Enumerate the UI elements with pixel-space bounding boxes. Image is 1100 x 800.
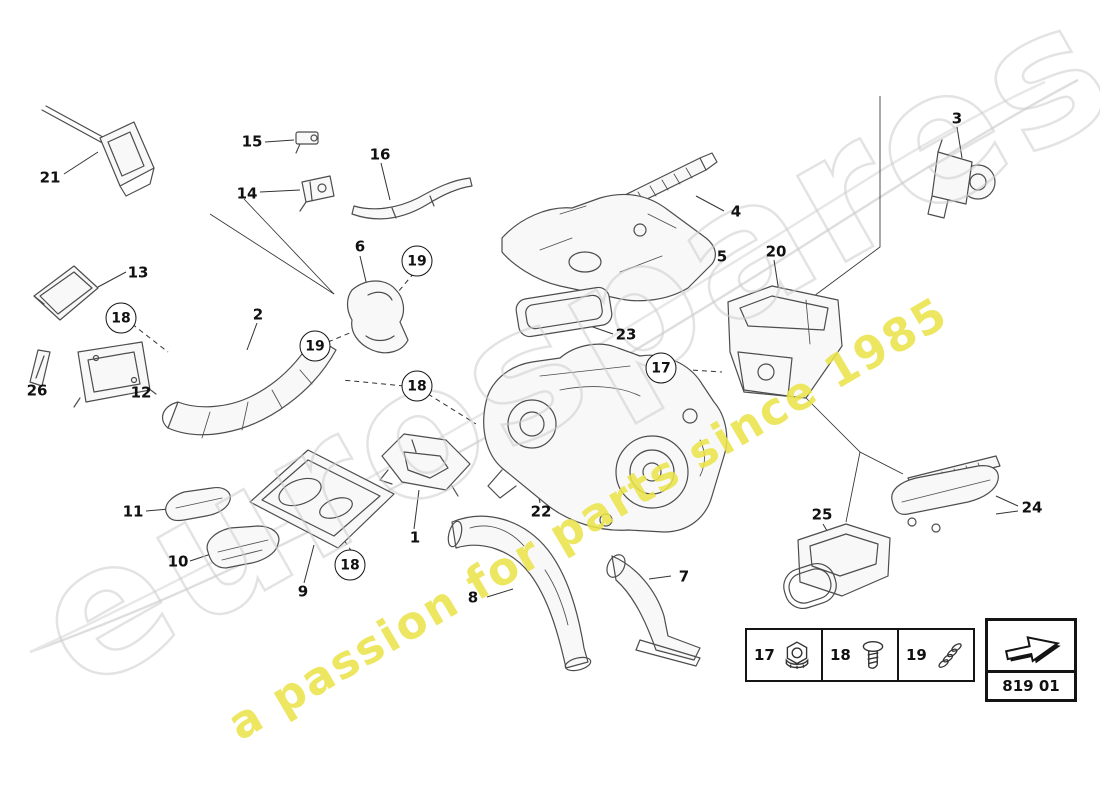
- part-25-vent-box: [783, 523, 891, 609]
- part-24-louver: [891, 455, 1001, 533]
- leader-lines: [36, 96, 1019, 598]
- part-7-rear-duct: [606, 554, 701, 667]
- callout-circle-18: 18: [401, 370, 433, 402]
- callout-10: 10: [167, 552, 189, 571]
- callout-21: 21: [39, 168, 61, 187]
- callout-circle-19: 19: [299, 330, 331, 362]
- part-code: 819 01: [988, 670, 1074, 699]
- part-13-side-vent: [33, 265, 99, 321]
- callout-circle-19: 19: [401, 245, 433, 277]
- part-26-clip: [29, 349, 51, 387]
- part-22-hvac-unit: [483, 343, 728, 533]
- callout-12: 12: [130, 383, 152, 402]
- spring-clip-icon: [938, 643, 962, 668]
- callout-circle-18: 18: [334, 549, 366, 581]
- callout-15: 15: [241, 132, 263, 151]
- part-23-gasket-frame: [515, 286, 613, 338]
- callout-circle-18: 18: [105, 302, 137, 334]
- callout-20: 20: [765, 242, 787, 261]
- part-6-connector: [346, 280, 409, 354]
- callout-9: 9: [297, 582, 309, 601]
- part-3-servo-motor: [927, 139, 996, 219]
- part-8-floor-duct: [447, 515, 592, 672]
- part-1-center-bracket: [379, 433, 471, 497]
- part-14-sensor-bracket: [299, 175, 335, 212]
- callout-16: 16: [369, 145, 391, 164]
- part-20-air-housing: [727, 285, 843, 399]
- callout-8: 8: [467, 588, 479, 607]
- screw-icon: [862, 640, 884, 669]
- callout-2: 2: [252, 305, 264, 324]
- callout-3: 3: [951, 109, 963, 128]
- callout-1: 1: [409, 528, 421, 547]
- callout-14: 14: [236, 184, 258, 203]
- callout-22: 22: [530, 502, 552, 521]
- callout-circle-17: 17: [645, 352, 677, 384]
- callout-7: 7: [678, 567, 690, 586]
- part-11-vent: [165, 487, 231, 522]
- callout-6: 6: [354, 237, 366, 256]
- legend-item-17: 17: [747, 630, 821, 680]
- callout-5: 5: [716, 247, 728, 266]
- callout-24: 24: [1021, 498, 1043, 517]
- arrow-icon: [1004, 635, 1061, 663]
- part-16-duct: [351, 177, 473, 220]
- legend-item-18: 18: [821, 630, 897, 680]
- callout-26: 26: [26, 381, 48, 400]
- fastener-legend: 17 18: [745, 628, 975, 682]
- flange-nut-icon: [785, 641, 809, 669]
- callout-25: 25: [811, 505, 833, 524]
- legend-number: 18: [830, 646, 851, 664]
- callout-13: 13: [127, 263, 149, 282]
- part-10-vent: [206, 525, 280, 569]
- legend-number: 19: [906, 646, 927, 664]
- legend-item-19: 19: [897, 630, 973, 680]
- part-21-sensor: [41, 105, 155, 197]
- part-15-sensor: [295, 131, 319, 154]
- callout-4: 4: [730, 202, 742, 221]
- part-2-air-duct: [161, 335, 337, 439]
- legend-number: 17: [754, 646, 775, 664]
- part-code-box: 819 01: [985, 618, 1077, 702]
- part-9-lower-tray: [249, 449, 395, 549]
- part-5-defroster-panel: [501, 193, 716, 302]
- callout-23: 23: [615, 325, 637, 344]
- callout-11: 11: [122, 502, 144, 521]
- part-12-bracket: [73, 341, 157, 408]
